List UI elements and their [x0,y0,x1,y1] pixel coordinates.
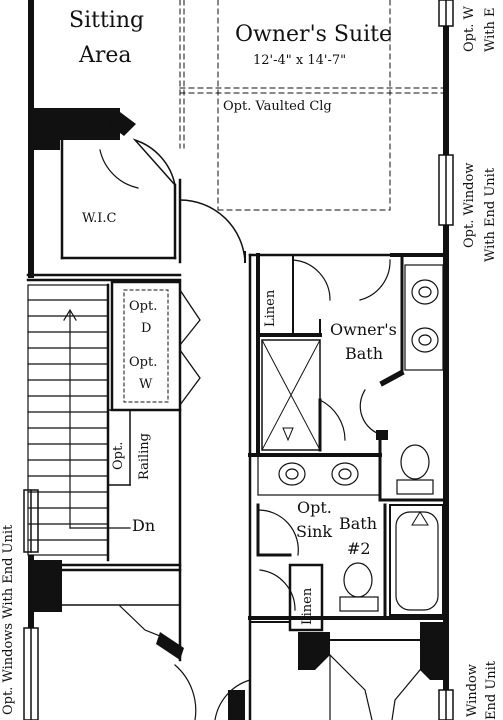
toilet-bath2 [339,562,379,612]
wic-label: W.I.C [82,211,117,226]
opt-sink-label-2: Sink [296,522,333,541]
sink-bath2-1 [278,462,306,486]
opt-w-label-2: W [139,377,153,392]
window-note-right-bottom-2: End Unit [484,660,499,720]
bath-2-label-1: Bath [339,514,378,533]
linen-bottom-label: Linen [300,587,315,625]
opt-railing-label-1: Opt. [111,441,126,470]
window-right-mid [438,154,454,226]
sitting-area-label-1: Sitting [69,8,145,33]
window-left-top [23,489,39,553]
window-note-left: Opt. Windows With End Unit [1,524,16,715]
window-right-bottom [438,689,454,720]
opt-d-label-1: Opt. [129,299,158,314]
owners-suite-label: Owner's Suite [235,22,393,47]
sink-owner-2 [411,327,439,353]
opt-sink-label-1: Opt. [297,498,332,517]
staircase [27,284,131,556]
owners-suite-dims: 12'-4" x 14'-7" [253,53,347,68]
bathtub [389,504,444,616]
shower [261,339,321,451]
linen-top-label: Linen [263,289,278,327]
right-exterior-wall [443,0,449,720]
owners-bath-label-1: Owner's [330,320,397,339]
sitting-area-label-2: Area [79,43,132,68]
opt-d-label-2: D [141,321,152,336]
vaulted-ceiling-label: Opt. Vaulted Clg [223,99,332,114]
window-left-bottom [23,627,39,720]
toilet-owner [396,444,434,495]
sink-owner-1 [411,279,439,305]
window-right-top [438,0,454,27]
window-note-right-top-2: With E [483,7,498,52]
wic-wall-block [30,108,120,150]
stair-down-label: Dn [132,516,156,535]
window-note-right-bottom-1: Window [465,664,480,717]
window-note-right-mid-2: With End Unit [483,167,498,262]
owners-bath-label-2: Bath [345,344,384,363]
window-note-right-top-1: Opt. W [462,6,477,52]
opt-w-label-1: Opt. [129,355,158,370]
opt-railing-label-2: Railing [137,432,152,480]
bath-2-label-2: #2 [347,539,371,558]
window-note-right-mid-1: Opt. Window [462,162,477,248]
sink-bath2-2 [331,462,359,486]
